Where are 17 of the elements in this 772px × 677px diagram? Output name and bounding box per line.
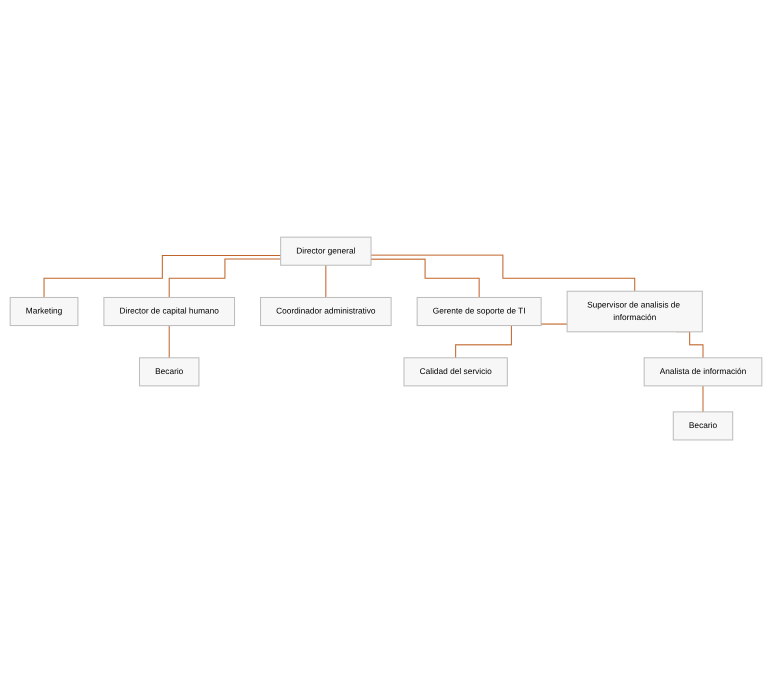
node-box: Gerente de soporte de TI [416, 296, 542, 326]
node-box: Becario [138, 357, 200, 386]
connector [168, 258, 281, 298]
connector [371, 258, 480, 298]
connector [168, 324, 170, 358]
node-box: Marketing [10, 296, 78, 326]
connector [702, 385, 704, 412]
connector [325, 264, 326, 298]
node-box: Analista de información [644, 357, 762, 386]
connector [44, 254, 281, 298]
node-box: Calidad del servicio [403, 357, 508, 386]
node-box: Coordinador administrativo [260, 296, 392, 326]
node-box: Becario [672, 411, 734, 440]
connector [371, 254, 636, 292]
node-box: Supervisor de analisis de información [566, 290, 703, 332]
node-box: Director general [280, 236, 372, 266]
node-box: Director de capital humano [103, 296, 236, 326]
